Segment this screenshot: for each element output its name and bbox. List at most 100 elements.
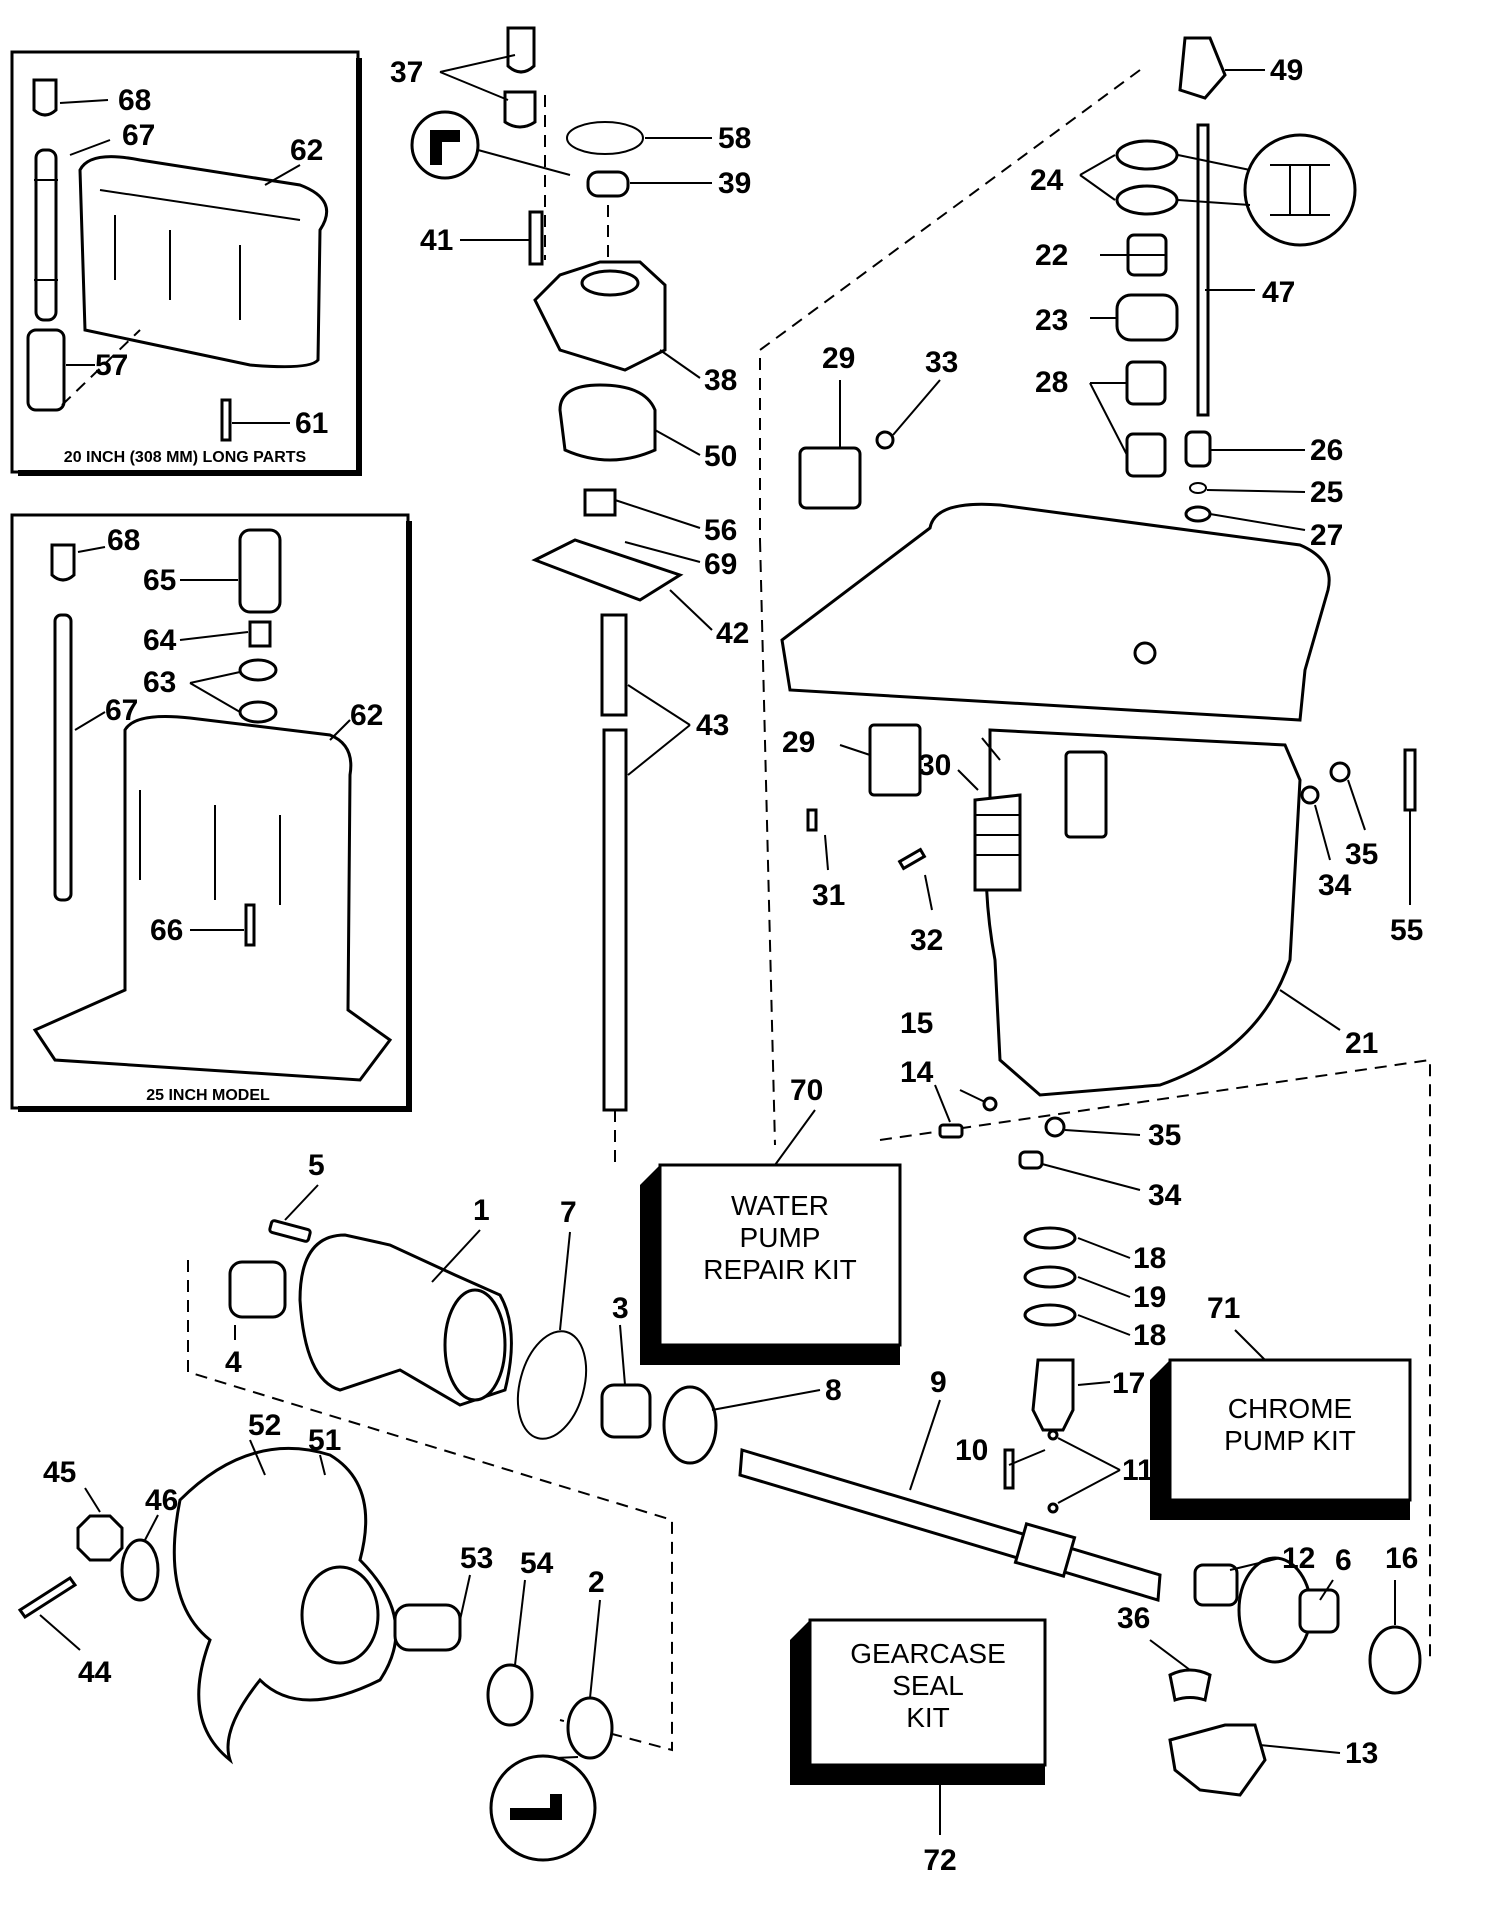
callout-68: 68: [107, 524, 140, 557]
callout-56: 56: [704, 514, 737, 547]
callout-53: 53: [460, 1542, 493, 1575]
kit-label-line1: WATER: [731, 1190, 829, 1221]
bushing: [1184, 430, 1212, 468]
callout-28: 28: [1035, 366, 1068, 399]
callout-29: 29: [822, 342, 855, 375]
callout-51: 51: [308, 1424, 341, 1457]
callout-32: 32: [910, 924, 943, 957]
callout-54: 54: [520, 1547, 554, 1580]
callout-50: 50: [704, 440, 737, 473]
callout-17: 17: [1112, 1367, 1145, 1400]
o-ring: [566, 121, 644, 155]
callout-62: 62: [350, 699, 383, 732]
bearing-detail-icon: [1243, 133, 1357, 247]
bushing: [1115, 293, 1179, 342]
spacer: [486, 1663, 534, 1727]
callout-18: 18: [1133, 1319, 1166, 1352]
thrust-bearing: [1023, 1265, 1077, 1289]
callout-10: 10: [955, 1434, 988, 1467]
inset-long-parts: 68 67 62 57 61 20 INCH (308 MM) LONG PAR…: [10, 50, 362, 476]
needle-bearing: [1125, 432, 1167, 478]
gearcase-housing-assembly: 49 24 47 22 23 28 26 25 27 29 33 29 30 3…: [759, 36, 1431, 1660]
thrust-washer: [1023, 1303, 1077, 1327]
callout-26: 26: [1310, 434, 1343, 467]
propeller: [172, 1446, 398, 1765]
callout-55: 55: [1390, 914, 1423, 947]
drain-screw: [1300, 785, 1320, 805]
ball-bearing: [1368, 1625, 1422, 1695]
cotter-pin: [17, 1575, 78, 1620]
kit-label-line2: PUMP KIT: [1224, 1425, 1356, 1456]
screw: [528, 210, 544, 266]
tube-fitting: [32, 78, 58, 117]
washer: [1329, 761, 1351, 783]
inset-caption-long-parts: 20 INCH (308 MM) LONG PARTS: [64, 449, 307, 466]
extension-housing: [78, 155, 329, 369]
callout-14: 14: [900, 1056, 934, 1089]
seal: [238, 658, 278, 682]
screw: [938, 1123, 964, 1139]
callout-4: 4: [225, 1346, 242, 1379]
bearing: [1115, 139, 1179, 171]
callout-23: 23: [1035, 304, 1068, 337]
extension-housing: [32, 715, 393, 1082]
propeller-shaft: [738, 1448, 1162, 1602]
kit-label-line1: CHROME: [1228, 1393, 1352, 1424]
kit-label-line3: REPAIR KIT: [703, 1254, 857, 1285]
driveshaft-upper: [600, 613, 628, 717]
seal: [238, 700, 278, 724]
o-ring: [1184, 505, 1212, 523]
callout-67: 67: [105, 694, 138, 727]
screw: [897, 847, 927, 871]
callout-44: 44: [78, 1656, 112, 1689]
kit-chrome-pump: CHROME PUMP KIT 71: [1150, 1292, 1412, 1520]
callout-27: 27: [1310, 519, 1343, 552]
callout-46: 46: [145, 1484, 178, 1517]
callout-57: 57: [95, 349, 128, 382]
retainer-clip: [1168, 1668, 1212, 1702]
callout-66: 66: [150, 914, 183, 947]
callout-24: 24: [1030, 164, 1064, 197]
tube: [238, 528, 282, 614]
callout-2: 2: [588, 1566, 605, 1599]
shift-rod: [1196, 123, 1210, 417]
screw: [268, 1219, 312, 1243]
callout-35: 35: [1148, 1119, 1181, 1152]
kit-label-line3: KIT: [906, 1702, 950, 1733]
callout-39: 39: [718, 167, 751, 200]
callout-18: 18: [1133, 1242, 1166, 1275]
trim-tab: [973, 793, 1022, 892]
needle-bearing: [1125, 360, 1167, 406]
shift-rod-connector: [1178, 36, 1227, 100]
callout-11: 11: [1122, 1454, 1154, 1487]
shift-cradle: [1168, 1723, 1267, 1797]
propeller-shaft-assembly: 5 4 1 7 3 8 9 10 11 17 18 19 18 12 6 16 …: [17, 1149, 1422, 1862]
callout-38: 38: [704, 364, 737, 397]
callout-45: 45: [43, 1456, 76, 1489]
callout-9: 9: [930, 1366, 947, 1399]
callout-67: 67: [122, 119, 155, 152]
callout-31: 31: [812, 879, 845, 912]
callout-21: 21: [1345, 1027, 1378, 1060]
callout-43: 43: [696, 709, 729, 742]
gearcase-housing: [780, 502, 1331, 722]
pinion-gear: [1031, 1358, 1075, 1432]
plug-hole: [1133, 641, 1157, 665]
clutch-dog: [1193, 1563, 1239, 1607]
callout-70: 70: [790, 1074, 823, 1107]
callout-16: 16: [1385, 1542, 1418, 1575]
bushing: [248, 620, 272, 648]
callout-29: 29: [782, 726, 815, 759]
propeller-hub: [300, 1565, 380, 1665]
callout-61: 61: [295, 407, 328, 440]
callout-8: 8: [825, 1374, 842, 1407]
tube-fitting: [50, 543, 76, 582]
kit-gearcase-seal: GEARCASE SEAL KIT 72: [790, 1618, 1047, 1877]
callout-35: 35: [1345, 838, 1378, 871]
callout-69: 69: [704, 548, 737, 581]
washer: [982, 1096, 998, 1112]
screw: [1403, 748, 1417, 812]
callout-12: 12: [1282, 1542, 1315, 1575]
spacer: [120, 1538, 160, 1602]
